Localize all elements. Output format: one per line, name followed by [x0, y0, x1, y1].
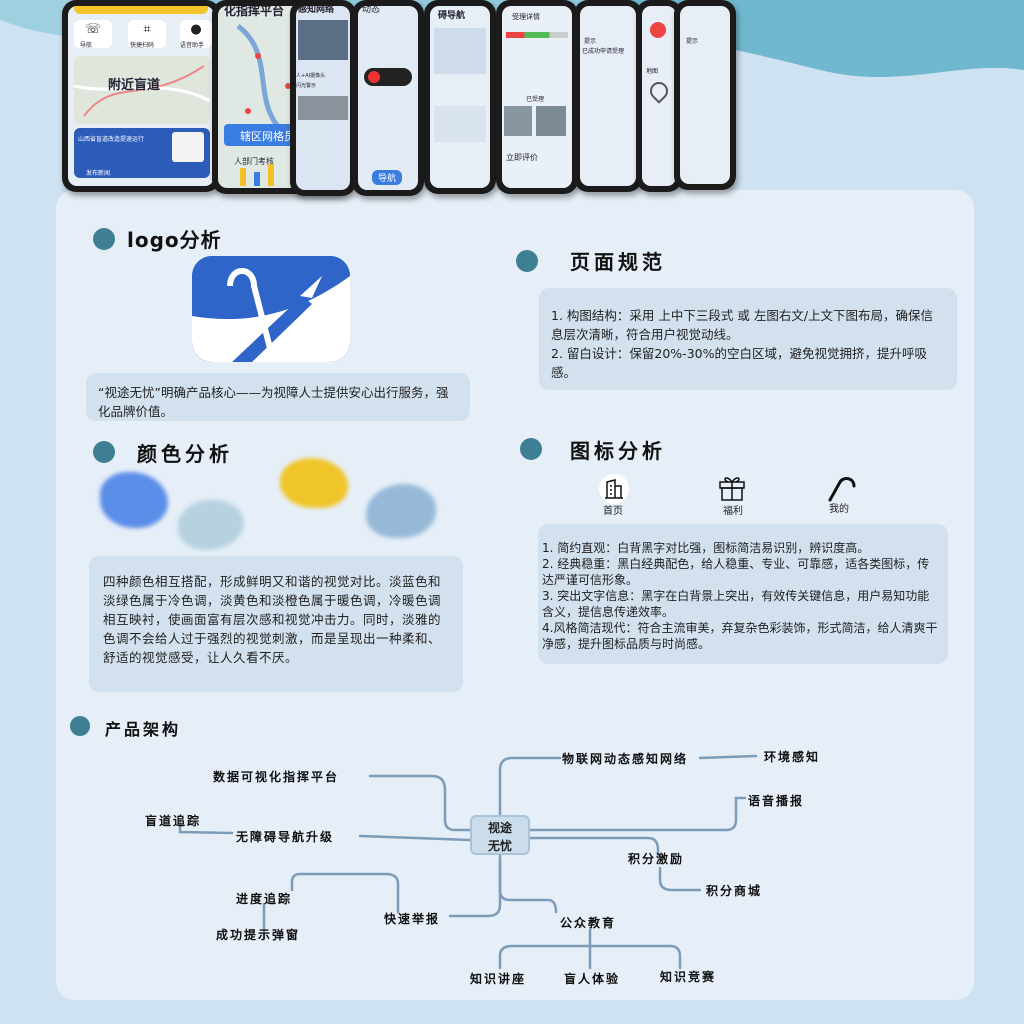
phone-9-title: 提示 [686, 38, 699, 45]
node-track[interactable]: 盲道追踪 [145, 814, 202, 828]
phone-4-title: 动态 [362, 6, 381, 15]
logo-bullet [93, 228, 115, 250]
node-voice[interactable]: 语音播报 [748, 794, 805, 808]
node-mall[interactable]: 积分商城 [706, 884, 763, 898]
nearby-label: 附近盲道 [108, 78, 161, 93]
phone-3-line1: 人+AI摄像头 [296, 73, 326, 79]
phone-4-nav[interactable]: 导航 [372, 170, 403, 185]
gift-icon[interactable] [716, 472, 748, 502]
traffic-light-icon [364, 68, 412, 86]
phone-1: ☏ ⌗ ● 导航 快捷扫码 语音助手 附近盲道 山西省盲道改造提速运行 发布新闻 [62, 0, 220, 192]
phone-6-label: 已受理 [526, 96, 545, 103]
page-bullet [516, 250, 538, 272]
logo-heading: logo分析 [127, 228, 222, 252]
icon-spec-item-2: 2. 经典稳重：黑白经典配色，给人稳重、专业、可靠感，适各类图标，传达严谨可信形… [542, 557, 930, 587]
phone-5: 碍导航 [424, 0, 496, 194]
phone-2-sub: 人部门考核 [234, 157, 274, 166]
swatch-blue [100, 472, 168, 528]
phone-9: 提示 [674, 0, 736, 190]
icon-bullet [520, 438, 542, 460]
node-report[interactable]: 快速举报 [384, 912, 441, 926]
swatch-light-blue [366, 484, 436, 538]
node-lecture[interactable]: 知识讲座 [470, 972, 527, 986]
architecture-heading: 产品架构 [105, 720, 182, 739]
phone-3: 感知网络 人+AI摄像头 闪光警示 [290, 0, 356, 196]
scan-icon[interactable]: ⌗ [128, 20, 166, 48]
mindmap-center[interactable]: 视途 无忧 [470, 815, 530, 855]
phone-3-title: 感知网络 [298, 6, 335, 15]
phone-7-line: 已成功申请受理 [582, 48, 625, 55]
cane-icon[interactable] [826, 474, 858, 502]
center-line-2: 无忧 [487, 839, 512, 853]
page-heading: 页面规范 [570, 250, 666, 274]
app-logo [192, 256, 350, 362]
home-icon[interactable] [599, 474, 629, 504]
icon-spec-item-3: 3. 突出文字信息：黑字在白背景上突出，有效传关键信息，用户易知功能含义，提信息… [542, 589, 930, 619]
phone-4: 动态 导航 [352, 0, 424, 196]
icon-label-cane: 我的 [829, 504, 849, 515]
top-button-2: 快捷扫码 [130, 42, 155, 49]
node-experience[interactable]: 盲人体验 [564, 972, 621, 986]
phone-8-title: 地图 [646, 68, 659, 75]
logo-description: “视途无忧”明确产品核心——为视障人士提供安心出行服务，强化品牌价值。 [86, 373, 470, 421]
color-description: 四种颜色相互搭配，形成鲜明又和谐的视觉对比。淡蓝色和淡绿色属于冷色调，淡黄色和淡… [89, 556, 463, 692]
node-points[interactable]: 积分激励 [628, 852, 685, 866]
phone-2-banner: 辖区网格员 [240, 130, 295, 143]
microphone-icon[interactable]: ● [180, 20, 212, 48]
phone-7: 提示 已成功申请受理 [574, 0, 642, 192]
phone-6-title: 受理详情 [512, 13, 540, 21]
top-button-1: 导航 [80, 42, 93, 49]
icon-heading: 图标分析 [570, 439, 666, 463]
phone-6-button[interactable]: 立即评价 [506, 153, 538, 162]
node-barrier[interactable]: 无障碍导航升级 [236, 830, 335, 844]
notice-button[interactable]: 发布新闻 [86, 170, 111, 177]
icon-label-home: 首页 [603, 506, 623, 517]
phone-mockups: ☏ ⌗ ● 导航 快捷扫码 语音助手 附近盲道 山西省盲道改造提速运行 发布新闻… [60, 0, 760, 196]
icon-spec-item-4: 4.风格简洁现代：符合主流审美，弃复杂色彩装饰，形式简洁，给人清爽干净感，提升图… [542, 621, 938, 651]
node-env[interactable]: 环境感知 [764, 750, 821, 764]
phone-6: 受理详情 已受理 立即评价 [496, 0, 578, 194]
node-contest[interactable]: 知识竞赛 [660, 970, 717, 984]
node-dataviz[interactable]: 数据可视化指挥平台 [213, 770, 340, 784]
node-edu[interactable]: 公众教育 [560, 916, 617, 930]
alert-icon [650, 22, 666, 38]
phone-7-title: 提示 [584, 38, 597, 45]
phone-3-line2: 闪光警示 [296, 83, 317, 89]
swatch-light-green [178, 500, 244, 550]
color-bullet [93, 441, 115, 463]
phone-5-title: 碍导航 [438, 11, 466, 21]
avatar [172, 132, 204, 162]
node-iot[interactable]: 物联网动态感知网络 [562, 752, 689, 766]
map-thumbnail[interactable] [73, 56, 211, 124]
phone-2-title: 化指挥平台 [224, 6, 285, 18]
call-icon[interactable]: ☏ [74, 20, 112, 48]
swatch-yellow [280, 458, 348, 508]
node-progress[interactable]: 进度追踪 [236, 892, 293, 906]
center-line-1: 视途 [487, 821, 512, 835]
page-spec-card: 1. 构图结构：采用 上中下三段式 或 左图右文/上文下图布局，确保信息层次清晰… [539, 288, 957, 390]
icon-spec-item-1: 1. 简约直观：白背黑字对比强，图标简洁易识别，辨识度高。 [542, 541, 870, 555]
page-spec-item-2: 2. 留白设计：保留20%-30%的空白区域，避免视觉拥挤，提升呼吸感。 [551, 346, 927, 380]
icon-label-gift: 福利 [723, 506, 743, 517]
icon-spec-card: 1. 简约直观：白背黑字对比强，图标简洁易识别，辨识度高。 2. 经典稳重：黑白… [538, 524, 948, 664]
top-button-3: 语音助手 [180, 42, 205, 49]
color-heading: 颜色分析 [137, 442, 233, 466]
news-title: 山西省盲道改造提速运行 [78, 136, 145, 143]
architecture-bullet [70, 716, 90, 736]
node-popup[interactable]: 成功提示弹窗 [216, 928, 301, 942]
page-spec-item-1: 1. 构图结构：采用 上中下三段式 或 左图右文/上文下图布局，确保信息层次清晰… [551, 308, 934, 342]
